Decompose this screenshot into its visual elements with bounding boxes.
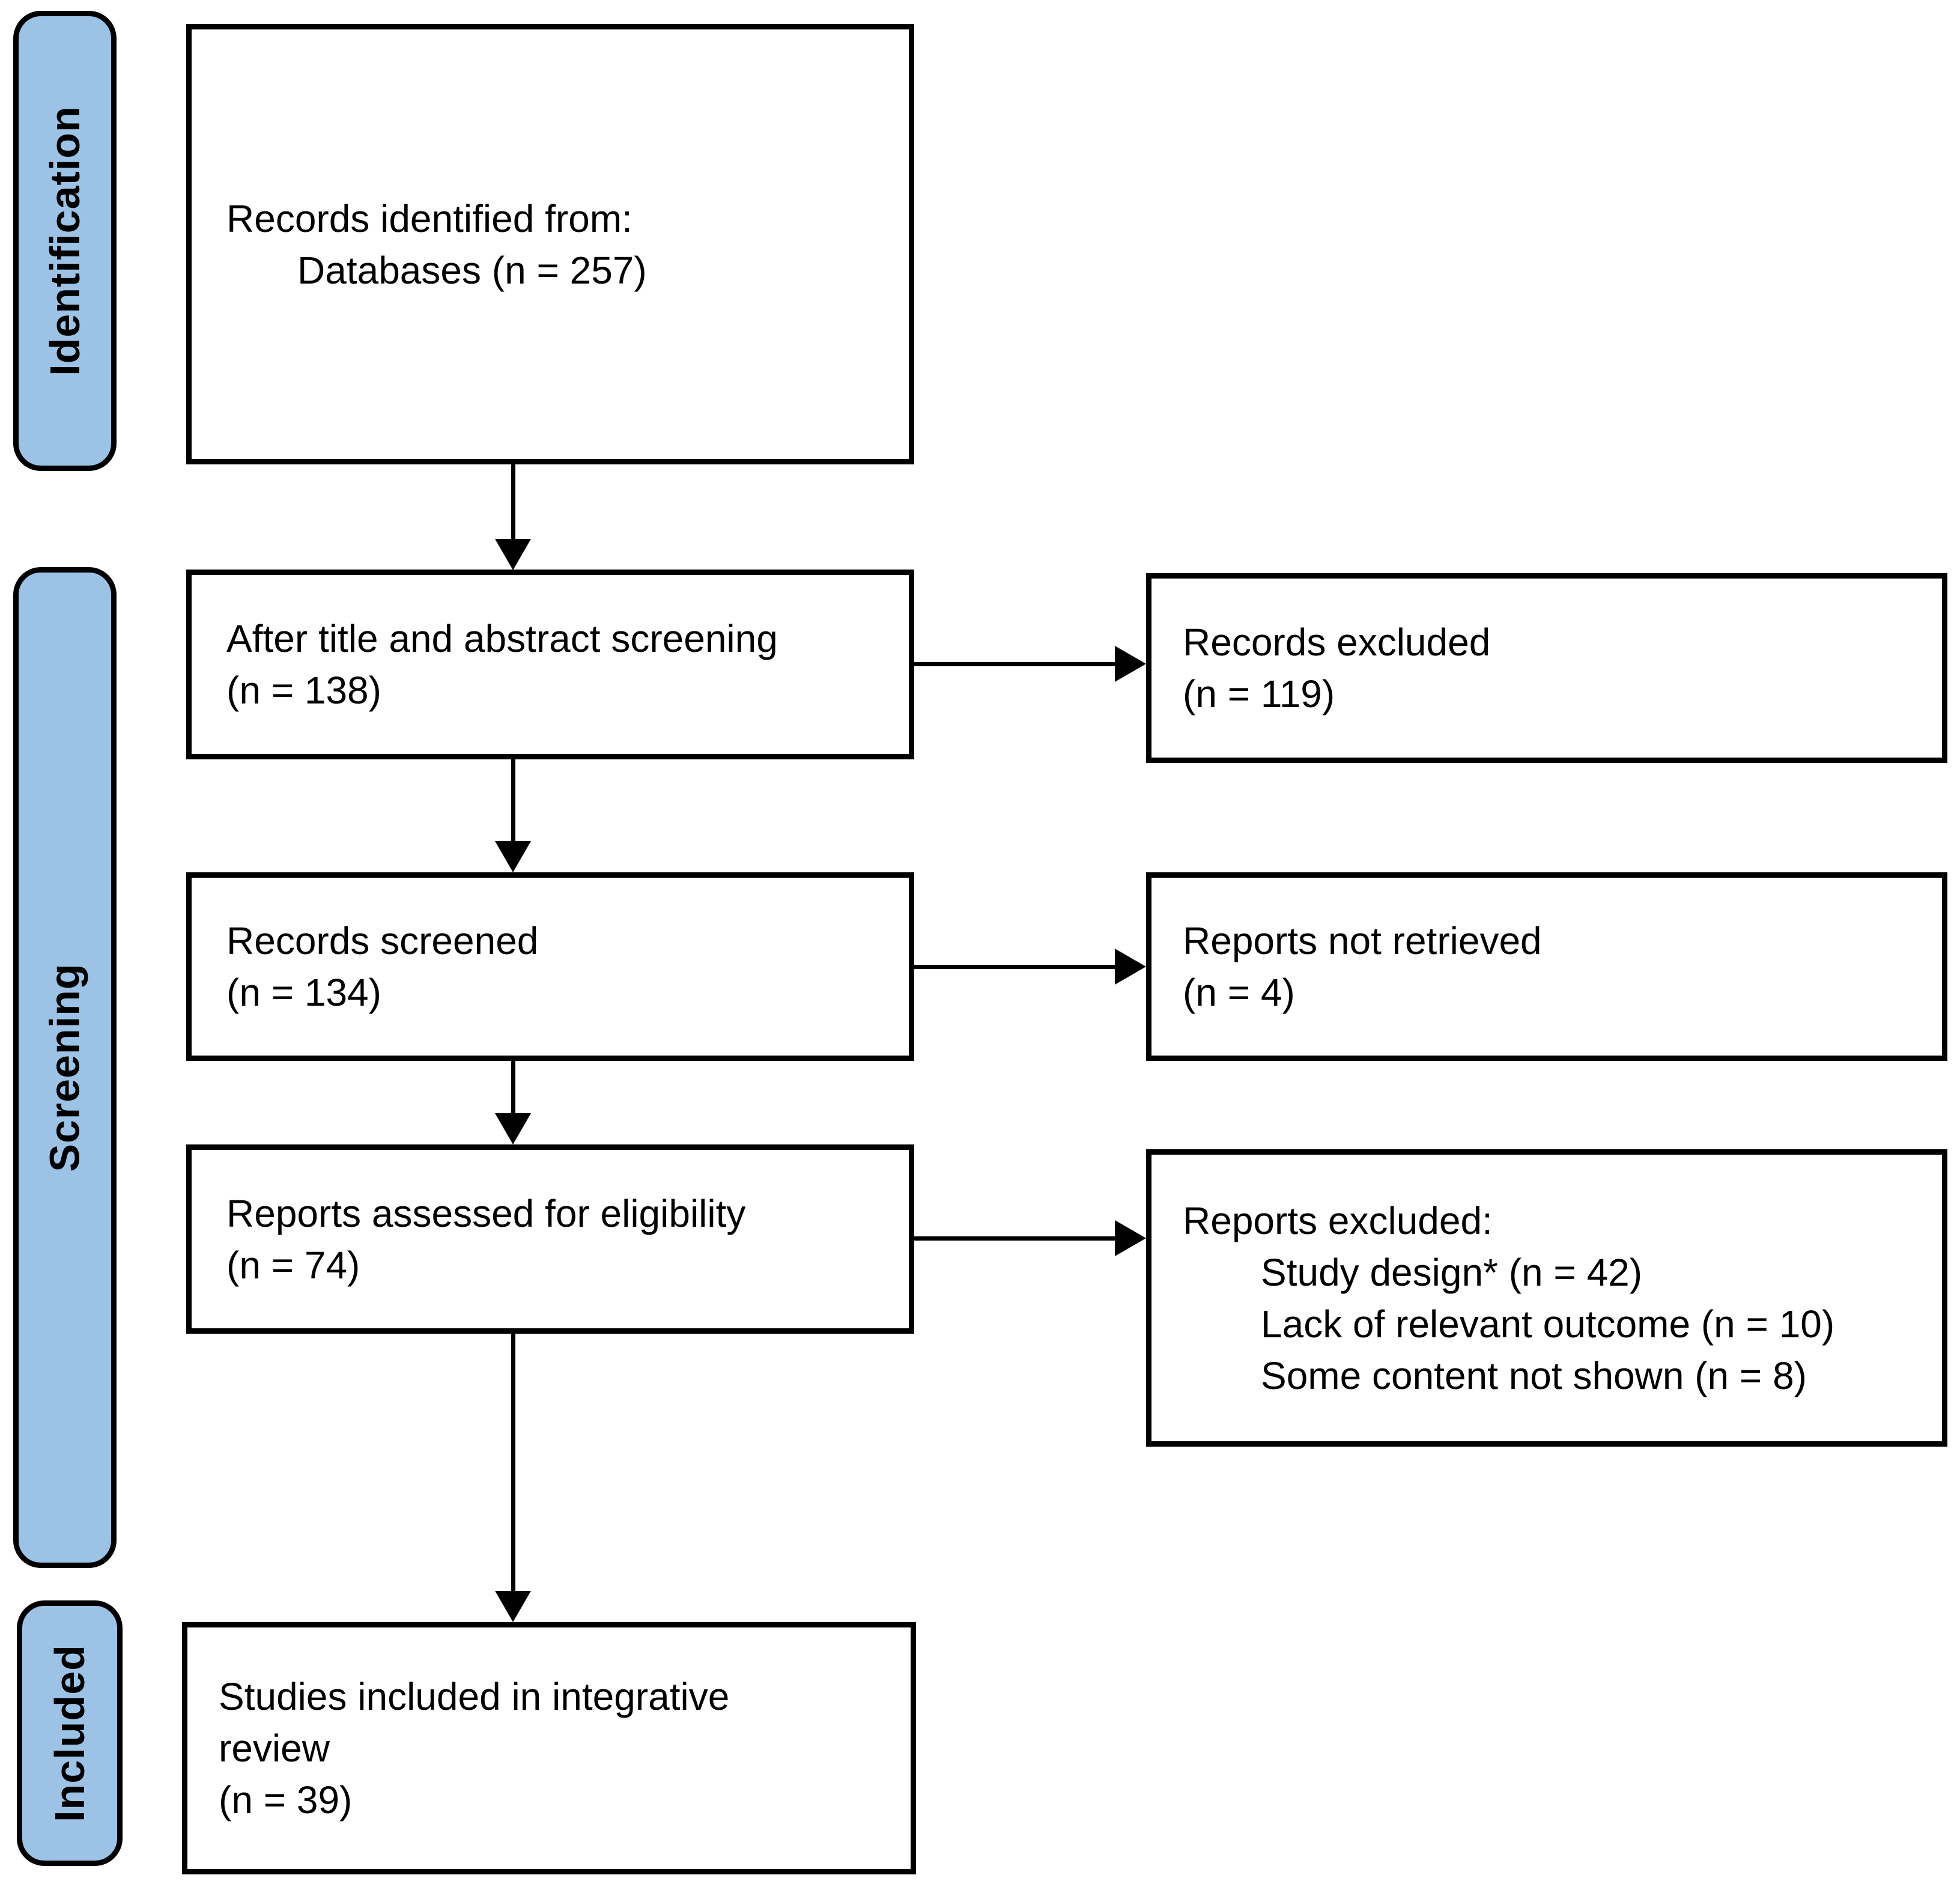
box-records-screened: Records screened (n = 134) <box>186 872 914 1061</box>
down-arrow-screened-to-assessed <box>511 1061 515 1113</box>
box-reports-assessed: Reports assessed for eligibility (n = 74… <box>186 1144 914 1334</box>
reports-excluded-item-content-not-shown: Some content not shown (n = 8) <box>1261 1354 1807 1397</box>
studies-included-line2: review <box>219 1727 330 1770</box>
right-arrowhead-icon <box>1115 646 1146 682</box>
records-identified-line1: Records identified from: <box>226 196 633 240</box>
stage-label-screening: Screening <box>13 567 117 1568</box>
right-arrow-to-reports-not-retrieved <box>914 965 1115 969</box>
right-arrowhead-icon <box>1115 1220 1146 1256</box>
reports-excluded-item-study-design: Study design* (n = 42) <box>1261 1250 1643 1294</box>
records-excluded-line2: (n = 119) <box>1183 672 1335 716</box>
down-arrowhead-icon <box>495 841 531 872</box>
down-arrowhead-icon <box>495 1113 531 1144</box>
title-abstract-line1: After title and abstract screening <box>226 617 778 660</box>
down-arrowhead-icon <box>495 1591 531 1622</box>
stage-label-included-text: Included <box>46 1644 94 1822</box>
records-screened-line2: (n = 134) <box>226 971 381 1014</box>
box-reports-not-retrieved: Reports not retrieved (n = 4) <box>1146 872 1947 1061</box>
box-reports-excluded: Reports excluded: Study design* (n = 42)… <box>1146 1149 1947 1447</box>
records-excluded-line1: Records excluded <box>1183 621 1491 664</box>
box-records-identified: Records identified from: Databases (n = … <box>186 24 914 464</box>
down-arrow-assessed-to-included <box>511 1334 515 1591</box>
reports-excluded-header: Reports excluded: <box>1183 1199 1493 1242</box>
down-arrowhead-icon <box>495 539 531 570</box>
box-title-abstract-screening: After title and abstract screening (n = … <box>186 570 914 759</box>
stage-label-included: Included <box>17 1600 123 1866</box>
records-identified-line2: Databases (n = 257) <box>297 248 647 292</box>
box-records-excluded: Records excluded (n = 119) <box>1146 573 1947 763</box>
reports-not-retrieved-line2: (n = 4) <box>1183 971 1295 1014</box>
down-arrow-title-abstract-to-screened <box>511 759 515 841</box>
reports-assessed-line2: (n = 74) <box>226 1243 360 1287</box>
reports-assessed-line1: Reports assessed for eligibility <box>226 1191 746 1235</box>
right-arrow-to-records-excluded <box>914 662 1115 666</box>
box-studies-included: Studies included in integrative review (… <box>182 1622 916 1874</box>
stage-label-identification-text: Identification <box>41 106 88 376</box>
records-screened-line1: Records screened <box>226 919 539 962</box>
title-abstract-line2: (n = 138) <box>226 669 381 712</box>
down-arrow-identified-to-title-abstract <box>511 464 515 539</box>
reports-not-retrieved-line1: Reports not retrieved <box>1183 919 1542 962</box>
studies-included-line3: (n = 39) <box>219 1778 353 1822</box>
right-arrow-to-reports-excluded <box>914 1236 1115 1241</box>
right-arrowhead-icon <box>1115 949 1146 985</box>
stage-label-screening-text: Screening <box>41 963 89 1172</box>
reports-excluded-item-lack-outcome: Lack of relevant outcome (n = 10) <box>1261 1302 1835 1346</box>
stage-label-identification: Identification <box>13 11 117 471</box>
studies-included-line1: Studies included in integrative <box>219 1675 730 1718</box>
